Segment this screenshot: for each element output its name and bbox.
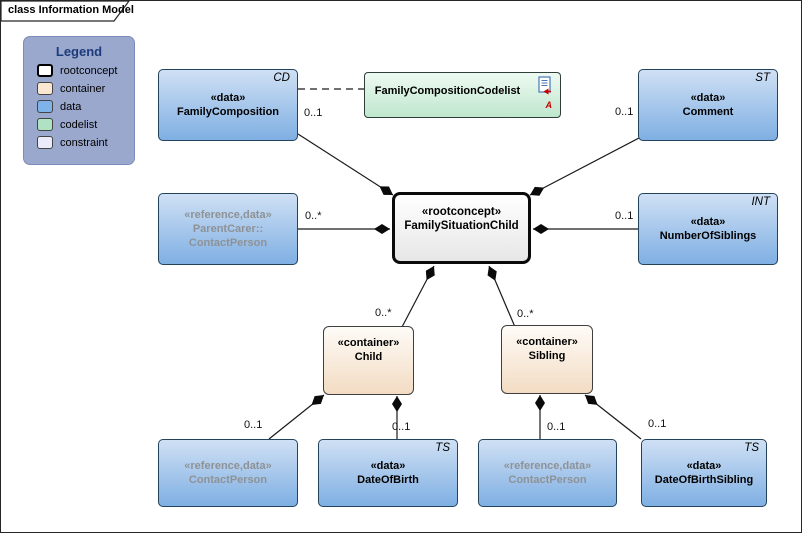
node-family-composition[interactable]: CD «data» FamilyComposition — [158, 69, 298, 141]
data-swatch — [37, 100, 53, 113]
diagram-tab-title: class Information Model — [8, 4, 134, 16]
stereotype-label: «container» — [516, 336, 578, 348]
stereotype-label: «reference,data» — [184, 459, 272, 472]
multiplicity-label: 0..1 — [615, 106, 634, 118]
node-name: NumberOfSiblings — [659, 229, 757, 242]
type-abbreviation: INT — [751, 196, 770, 208]
legend-item-label: container — [60, 82, 106, 95]
node-name: FamilyCompositionCodelist — [374, 85, 521, 97]
stereotype-label: «rootconcept» — [421, 206, 502, 218]
node-number-of-siblings[interactable]: INT «data» NumberOfSiblings — [638, 193, 778, 265]
constraint-swatch — [37, 136, 53, 149]
node-date-of-birth[interactable]: TS «data» DateOfBirth — [318, 439, 458, 507]
legend-item-constraint: constraint — [37, 136, 134, 149]
multiplicity-label: 0..* — [375, 307, 392, 319]
legend-item-label: constraint — [60, 136, 108, 149]
node-child[interactable]: «container» Child — [323, 326, 414, 395]
type-abbreviation: ST — [755, 72, 770, 84]
node-name: ParentCarer:: ContactPerson — [188, 222, 268, 249]
node-family-composition-codelist[interactable]: FamilyCompositionCodelist A — [364, 72, 561, 118]
stereotype-label: «data» — [690, 215, 726, 228]
node-name: FamilySituationChild — [404, 220, 519, 232]
node-name: DateOfBirth — [357, 473, 419, 486]
node-contactperson-child[interactable]: «reference,data» ContactPerson — [158, 439, 298, 507]
node-date-of-birth-sibling[interactable]: TS «data» DateOfBirthSibling — [641, 439, 767, 507]
multiplicity-label: 0..1 — [615, 210, 634, 222]
stereotype-label: «reference,data» — [503, 459, 592, 472]
node-name: FamilyComposition — [176, 105, 280, 118]
node-sibling[interactable]: «container» Sibling — [501, 325, 593, 394]
node-name: ContactPerson — [508, 473, 587, 486]
node-name: Child — [354, 351, 383, 363]
connector-child-contactperson — [268, 394, 325, 440]
stereotype-label: «data» — [690, 91, 726, 104]
stereotype-label: «data» — [370, 459, 406, 472]
legend-item-label: data — [60, 100, 82, 113]
multiplicity-label: 0..* — [305, 210, 322, 222]
stereotype-label: «container» — [337, 337, 400, 349]
stereotype-label: «reference,data» — [184, 208, 272, 221]
legend-item-data: data — [37, 100, 134, 113]
multiplicity-label: 0..1 — [547, 421, 566, 433]
node-contactperson-sibling[interactable]: «reference,data» ContactPerson — [478, 439, 617, 507]
legend-item-container: container — [37, 82, 134, 95]
type-abbreviation: TS — [435, 442, 450, 454]
multiplicity-label: 0..1 — [648, 418, 667, 430]
multiplicity-label: 0..* — [517, 308, 534, 320]
connector-sibling — [487, 265, 516, 328]
legend-item-label: codelist — [60, 118, 98, 131]
multiplicity-label: 0..1 — [304, 107, 323, 119]
stereotype-label: «data» — [686, 459, 722, 472]
legend-item-codelist: codelist — [37, 118, 134, 131]
multiplicity-label: 0..1 — [244, 419, 263, 431]
artifact-letter: A — [545, 100, 553, 110]
node-family-situation-child[interactable]: «rootconcept» FamilySituationChild — [392, 192, 531, 264]
legend-item-label: rootconcept — [60, 64, 118, 77]
connector-comment — [529, 137, 640, 196]
node-name: Comment — [682, 105, 734, 118]
node-comment[interactable]: ST «data» Comment — [638, 69, 778, 141]
legend-panel: Legend rootconcept container data codeli… — [23, 36, 135, 165]
node-parentcarer-contactperson[interactable]: «reference,data» ParentCarer:: ContactPe… — [158, 193, 298, 265]
document-artifact-icon: A — [536, 76, 554, 110]
codelist-swatch — [37, 118, 53, 131]
stereotype-label: «data» — [210, 91, 246, 104]
type-abbreviation: TS — [744, 442, 759, 454]
node-name: Sibling — [528, 350, 566, 362]
connector-sibling-dateofbirthsibling — [584, 394, 642, 440]
container-swatch — [37, 82, 53, 95]
node-name: ContactPerson — [188, 473, 268, 486]
connector-child — [401, 265, 435, 328]
rootconcept-swatch — [37, 64, 53, 77]
legend-title: Legend — [55, 44, 103, 59]
type-abbreviation: CD — [273, 72, 290, 84]
multiplicity-label: 0..1 — [392, 421, 411, 433]
node-name: DateOfBirthSibling — [654, 473, 754, 486]
connector-familycomposition — [297, 133, 394, 196]
legend-item-rootconcept: rootconcept — [37, 64, 134, 77]
